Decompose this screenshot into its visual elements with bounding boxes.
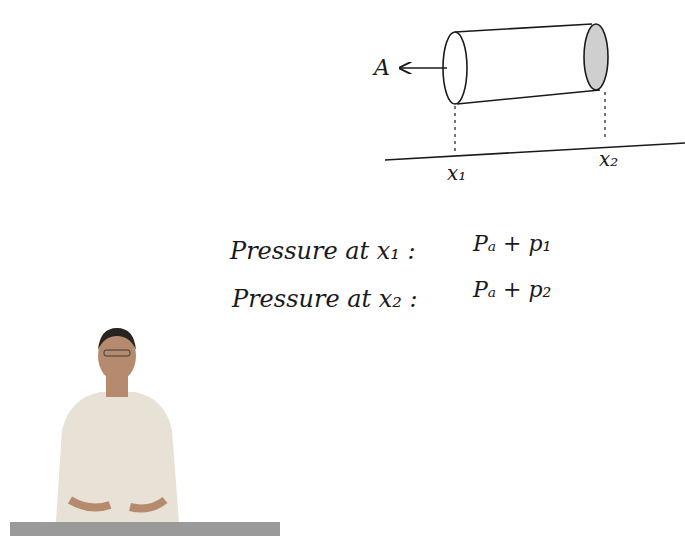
x-axis: [385, 143, 685, 160]
lecturer: [55, 328, 180, 536]
area-arrow: [400, 67, 447, 69]
desk: [10, 522, 280, 536]
pressure-label: Pressure at x₁ :: [230, 238, 416, 264]
cylinder: [443, 24, 608, 104]
projection-lines: [455, 92, 605, 152]
pressure-value: Pₐ + p₁: [473, 232, 551, 256]
axis-label: x₁: [447, 162, 466, 184]
area-label: A: [374, 56, 390, 80]
pressure-value: Pₐ + p₂: [473, 278, 551, 302]
axis-label: x₂: [599, 148, 618, 170]
pressure-label: Pressure at x₂ :: [232, 286, 418, 312]
